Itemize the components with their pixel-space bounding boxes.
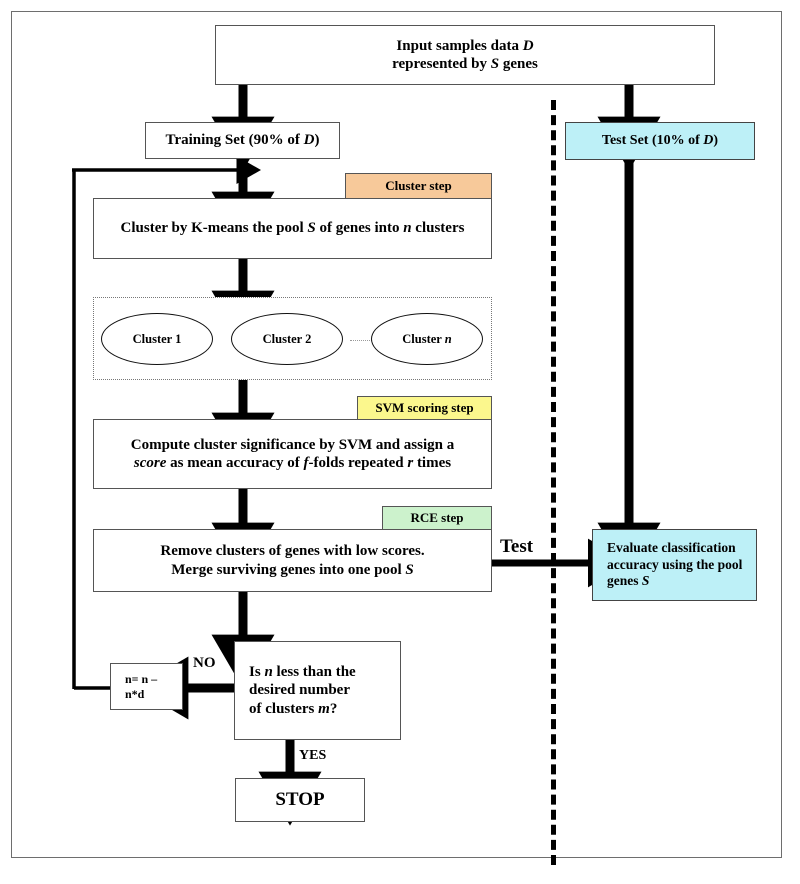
update-n-box: n= n – n*d [110,663,183,710]
rce-step-label: RCE step [410,510,464,525]
cluster-em-s: S [307,220,316,237]
evaluate-line1: Evaluate classification [607,540,736,556]
decision-line2: desired number [249,682,350,699]
decision-line1-pre: Is [249,664,265,681]
svm-em-f: f [303,455,309,471]
input-samples-box: Input samples data D represented by S ge… [215,25,715,85]
cluster-n-label-pre: Cluster [402,331,445,346]
update-n-line2: n*d [125,686,145,701]
training-set-pre: Training Set (90% of [165,132,304,149]
update-n-line1: n= n – [125,671,158,686]
svm-post: times [413,455,452,471]
cluster-2-label-em: 2 [305,331,312,346]
svm-em-score: score [133,455,167,471]
edge-label-no: NO [193,655,216,671]
clusters-group: Cluster 1 Cluster 2 Cluster n [93,297,492,380]
rce-remove-box: Remove clusters of genes with low scores… [93,529,492,592]
cluster-step-label: Cluster step [385,178,452,193]
cluster-post: clusters [411,220,465,237]
decision-line3-post: ? [329,700,338,717]
cluster-mid: of genes into [315,220,404,237]
cluster-pre: Cluster by K-means the pool [120,220,308,237]
svm-mid-2: -folds repeated [308,455,408,471]
cluster-1-label-em: 1 [175,331,182,346]
training-set-post: ) [314,132,320,149]
decision-line3-em: m [318,700,330,717]
evaluate-line2: accuracy using the pool [607,556,743,572]
test-set-box: Test Set (10% of D) [565,122,755,160]
edge-label-test: Test [500,536,534,557]
decision-line3-pre: of clusters [249,700,319,717]
test-set-em: D [703,133,714,149]
input-line2-em: S [490,56,500,72]
cluster-2-label-pre: Cluster [262,331,306,346]
input-line1-pre: Input samples data [396,37,523,54]
evaluate-line3-pre: genes [607,573,642,589]
decision-line1-post: less than the [272,664,356,681]
stop-label: STOP [275,789,325,811]
stop-box: STOP [235,778,365,822]
evaluate-accuracy-box: Evaluate classification accuracy using t… [592,529,757,601]
test-set-post: ) [713,133,719,149]
input-line2-post: genes [499,56,538,72]
input-line2-pre: represented by [392,56,491,72]
rce-line1: Remove clusters of genes with low scores… [160,543,425,560]
cluster-ellipse-1: Cluster 1 [101,313,213,365]
rce-step-tag: RCE step [382,506,492,530]
training-set-box: Training Set (90% of D) [145,122,340,159]
training-set-em: D [303,132,315,149]
cluster-step-tag: Cluster step [345,173,492,199]
cluster-1-label-pre: Cluster [132,331,176,346]
test-set-pre: Test Set (10% of [601,133,704,149]
input-line1-em: D [522,37,534,54]
rce-line2-em: S [405,561,414,578]
cluster-ellipse-n: Cluster n [371,313,483,365]
svm-em-r: r [407,455,414,471]
svm-step-label: SVM scoring step [375,400,474,415]
svm-mid-1: as mean accuracy of [166,455,304,471]
cluster-ellipse-2: Cluster 2 [231,313,343,365]
cluster-kmeans-box: Cluster by K-means the pool S of genes i… [93,198,492,259]
decision-line1-em: n [264,664,273,681]
train-test-divider [551,100,556,865]
evaluate-line3-em: S [641,573,650,589]
decision-box: Is n less than the desired number of clu… [234,641,401,740]
cluster-em-n: n [403,220,412,237]
svm-scoring-step-tag: SVM scoring step [357,396,492,420]
cluster-n-label-em: n [444,331,452,346]
edge-label-yes: YES [299,748,327,763]
rce-line2-pre: Merge surviving genes into one pool [171,561,406,578]
svm-line1: Compute cluster significance by SVM and … [130,436,455,453]
svm-compute-box: Compute cluster significance by SVM and … [93,419,492,489]
